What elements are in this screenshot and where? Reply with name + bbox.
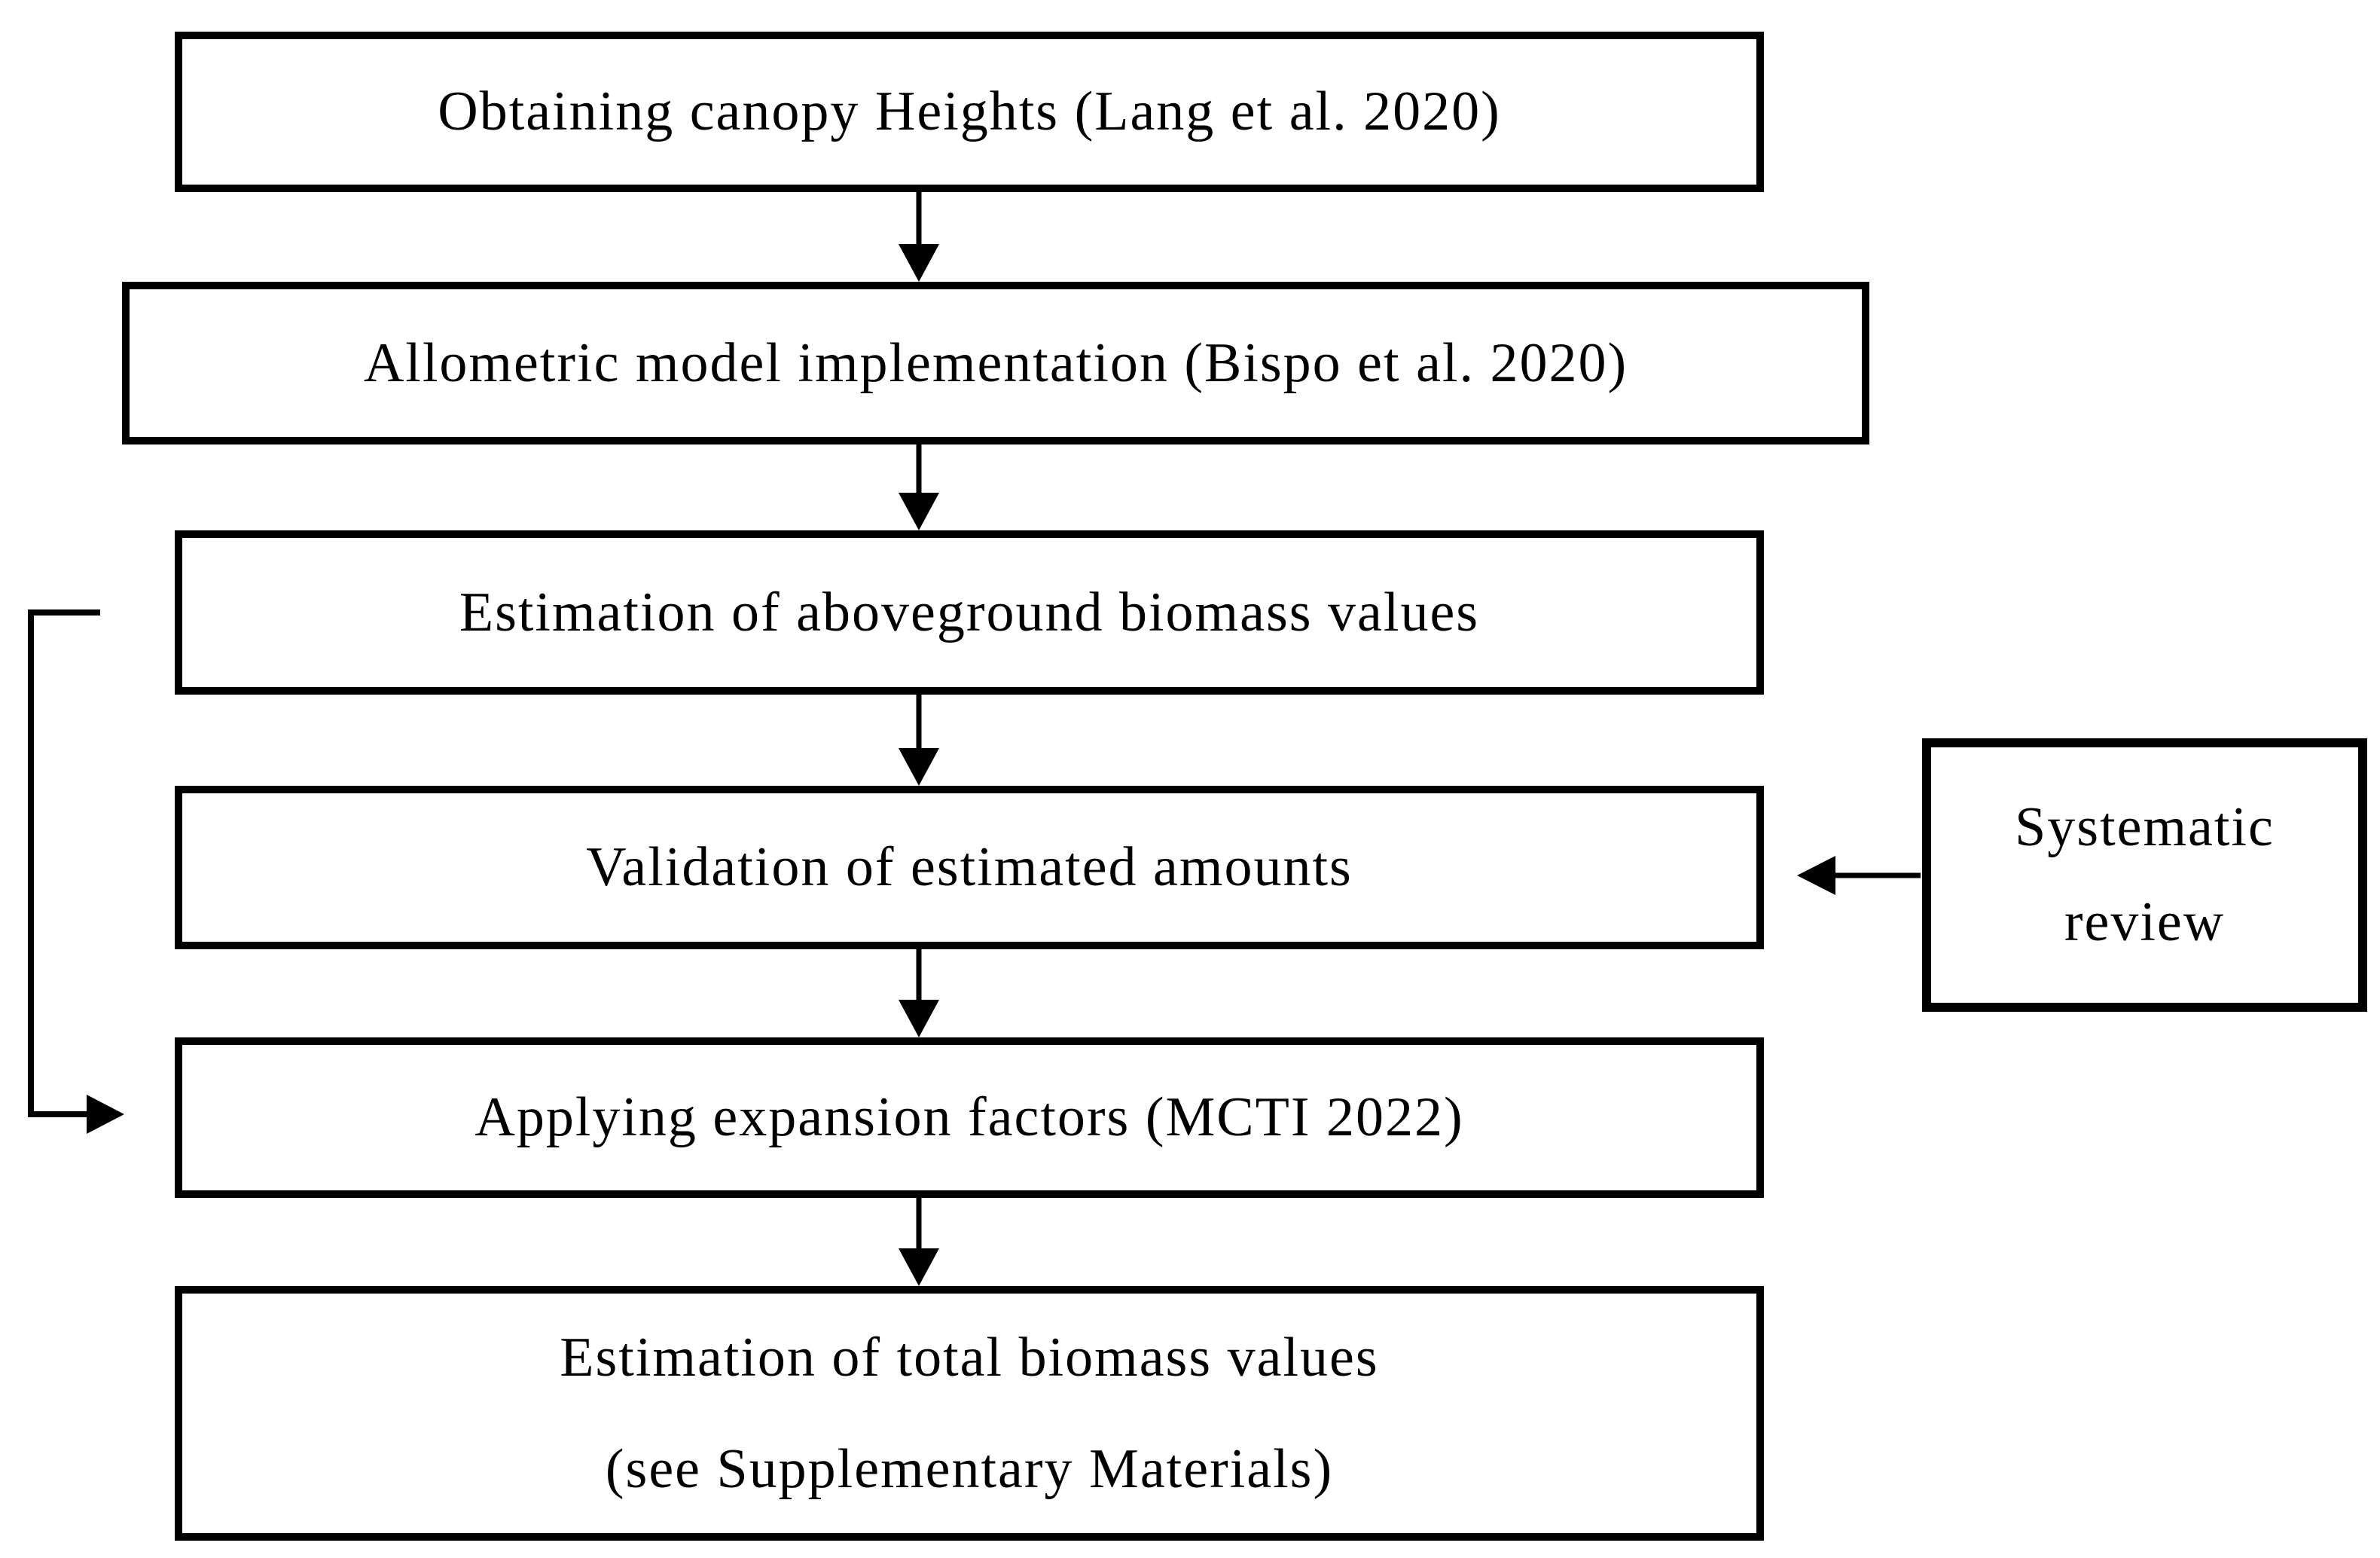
- step-box-validation: Validation of estimated amounts: [175, 786, 1764, 949]
- step-label: Applying expansion factors (MCTI 2022): [474, 1086, 1464, 1149]
- arrow-down-allometric-to-agb: [899, 444, 939, 530]
- arrow-bypass-agb-to-expansion: [28, 609, 124, 1134]
- step-box-canopy-heights: Obtaining canopy Heights (Lang et al. 20…: [175, 32, 1764, 192]
- step-label-line1: Estimation of total biomass values: [560, 1327, 1379, 1388]
- arrow-down-expansion-to-total: [899, 1198, 939, 1286]
- step-label: Obtaining canopy Heights (Lang et al. 20…: [438, 81, 1501, 143]
- side-label-line1: Systematic: [2015, 796, 2275, 858]
- arrow-down-validation-to-expansion: [899, 949, 939, 1037]
- side-box-systematic-review: Systematic review: [1922, 738, 2367, 1012]
- step-label: Allometric model implementation (Bispo e…: [363, 331, 1628, 394]
- arrow-down-agb-to-validation: [899, 695, 939, 786]
- step-label: Estimation of aboveground biomass values: [459, 581, 1480, 643]
- step-box-allometric-model: Allometric model implementation (Bispo e…: [122, 282, 1869, 444]
- step-box-expansion-factors: Applying expansion factors (MCTI 2022): [175, 1037, 1764, 1198]
- arrow-left-systematic-to-validation: [1797, 856, 1921, 895]
- step-box-aboveground-biomass: Estimation of aboveground biomass values: [175, 530, 1764, 695]
- arrow-down-canopy-to-allometric: [899, 192, 939, 282]
- step-label: Validation of estimated amounts: [586, 836, 1353, 899]
- side-label-line2: review: [2064, 891, 2226, 953]
- step-label-line2: (see Supplementary Materials): [605, 1438, 1334, 1500]
- step-box-total-biomass: Estimation of total biomass values (see …: [175, 1286, 1764, 1541]
